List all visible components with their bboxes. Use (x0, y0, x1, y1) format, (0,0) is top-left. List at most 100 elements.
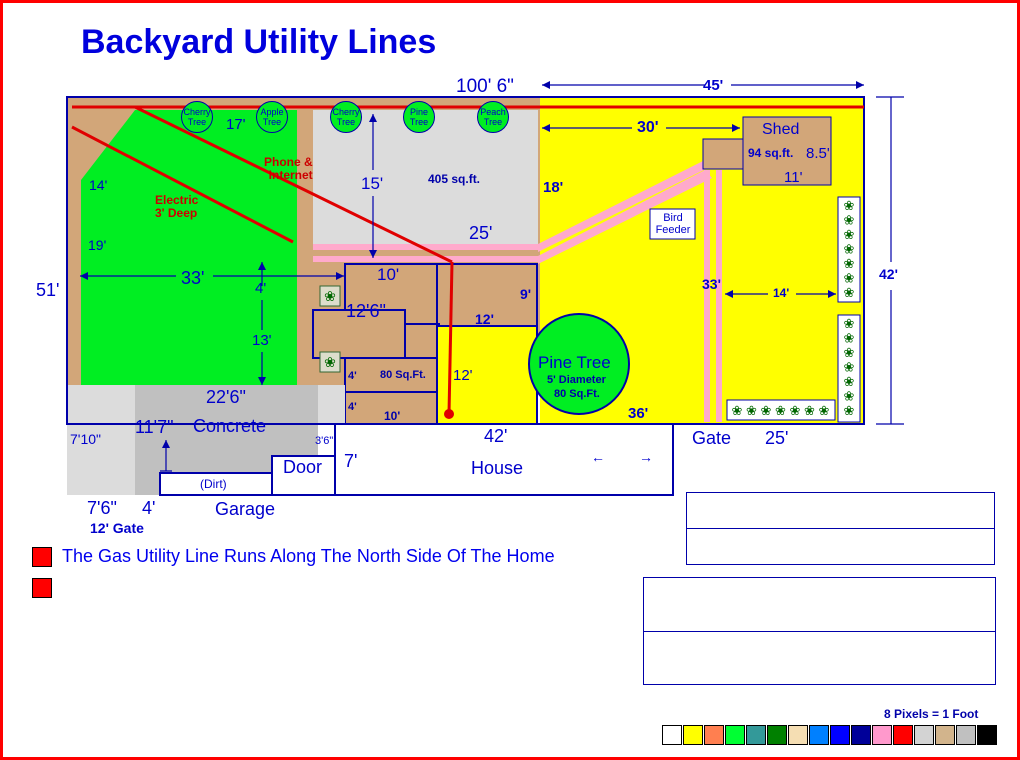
flower-icon: ❀ (844, 360, 855, 375)
palette-swatch[interactable] (767, 725, 787, 745)
phone-label: Phone & Internet (264, 155, 313, 182)
flower-icon: ❀ (844, 374, 855, 389)
label-7: 7' (344, 451, 358, 471)
flower-icon: ❀ (844, 213, 855, 228)
label-22-6: 22'6" (206, 387, 246, 407)
label-7-10: 7'10" (70, 431, 102, 447)
flower-icon: ❀ (844, 403, 855, 418)
label-12a: 12' (475, 311, 494, 327)
house-yellow-room (436, 325, 538, 425)
door-label: Door (283, 457, 323, 477)
concrete-label: Concrete (193, 416, 267, 436)
flower-icon: ❀ (844, 285, 855, 300)
gate-label: Gate (692, 428, 732, 448)
label-80-sqft: 80 Sq.Ft. (380, 369, 426, 381)
side-strip (318, 385, 345, 425)
info-box-2 (643, 577, 996, 685)
palette-swatch[interactable] (872, 725, 892, 745)
palette-swatch[interactable] (704, 725, 724, 745)
label-12-6: 12'6" (346, 301, 386, 321)
label-4c: 4' (348, 401, 357, 413)
label-12b: 12' (453, 367, 473, 384)
label-7-6: 7'6" (87, 498, 117, 518)
palette-swatch[interactable] (914, 725, 934, 745)
tree-circle: Cherry Tree (330, 101, 362, 133)
palette-swatch[interactable] (725, 725, 745, 745)
flower-box-icon (319, 285, 341, 307)
label-right-width: 45' (703, 77, 724, 94)
palette-swatch[interactable] (893, 725, 913, 745)
label-left-depth: 51' (36, 280, 60, 300)
palette-swatch[interactable] (851, 725, 871, 745)
house-room-tan (404, 323, 440, 359)
path-diagonal-2 (538, 170, 712, 264)
palette-swatch[interactable] (956, 725, 976, 745)
flower-icon: ❀ (844, 198, 855, 213)
palette-swatch[interactable] (830, 725, 850, 745)
shed-step (702, 138, 744, 170)
flower-icon: ❀ (790, 403, 801, 418)
flower-icon: ❀ (761, 403, 772, 418)
palette-swatch[interactable] (683, 725, 703, 745)
pine-tree (528, 313, 630, 415)
shed-width: 11' (784, 169, 803, 186)
flower-icon: ❀ (844, 345, 855, 360)
flower-icon: ❀ (732, 403, 743, 418)
patio-405 (313, 110, 538, 248)
info-box-1 (686, 492, 995, 565)
pine-diameter: 5' Diameter (547, 374, 606, 386)
path-vertical-2 (716, 170, 722, 422)
pine-tree-label: Pine Tree (538, 353, 611, 372)
house (334, 423, 674, 496)
palette-swatch[interactable] (809, 725, 829, 745)
tree-circle: Apple Tree (256, 101, 288, 133)
flower-icon: ❀ (844, 242, 855, 257)
label-33: 33' (181, 268, 205, 288)
house-label: House (471, 458, 524, 478)
label-13: 13' (252, 332, 272, 349)
label-total-width: 100' 6" (456, 76, 514, 97)
garage-dirt-box (159, 472, 273, 496)
palette-swatch[interactable] (746, 725, 766, 745)
flower-icon: ❀ (804, 403, 815, 418)
page-title: Backyard Utility Lines (81, 23, 437, 61)
pine-area: 80 Sq.Ft. (554, 388, 600, 400)
label-4b: 4' (348, 370, 357, 382)
label-33b: 33' (702, 276, 721, 292)
flower-bed-right-1 (837, 196, 861, 303)
patio-area: 405 sq.ft. (428, 172, 481, 186)
electric-line (71, 125, 294, 244)
flower-bed-right-2 (837, 314, 861, 423)
path-diagonal (538, 160, 712, 252)
palette-swatch[interactable] (977, 725, 997, 745)
path-horizontal (313, 244, 538, 250)
flower-icon: ❀ (775, 403, 786, 418)
palette-swatch[interactable] (935, 725, 955, 745)
phone-drop (447, 261, 454, 415)
label-total-depth: 42' (879, 266, 898, 282)
bird-feeder-label: Bird Feeder (655, 212, 691, 236)
label-18: 18' (543, 179, 564, 196)
flower-icon: ❀ (746, 403, 757, 418)
flower-icon: ❀ (844, 227, 855, 242)
palette-swatch[interactable] (662, 725, 682, 745)
shed-depth: 8.5' (806, 145, 830, 162)
grass-area (81, 110, 297, 385)
shed (742, 116, 832, 186)
bird-feeder (649, 208, 696, 240)
path-vertical (704, 170, 710, 422)
arrow-right-icon: → (639, 449, 653, 465)
label-15: 15' (361, 174, 384, 193)
flower-icon: ❀ (844, 271, 855, 286)
tree-circle: Cherry Tree (181, 101, 213, 133)
label-42: 42' (484, 426, 508, 446)
palette-swatch[interactable] (788, 725, 808, 745)
house-upper-tan (344, 263, 538, 327)
phone-internet-line (134, 105, 453, 264)
label-10: 10' (377, 265, 400, 284)
legend-swatch-2 (32, 578, 52, 598)
electric-label: Electric 3' Deep (155, 193, 199, 220)
svg-text:❀: ❀ (324, 288, 336, 304)
flower-box-icon (319, 351, 341, 373)
label-17: 17' (226, 116, 246, 133)
